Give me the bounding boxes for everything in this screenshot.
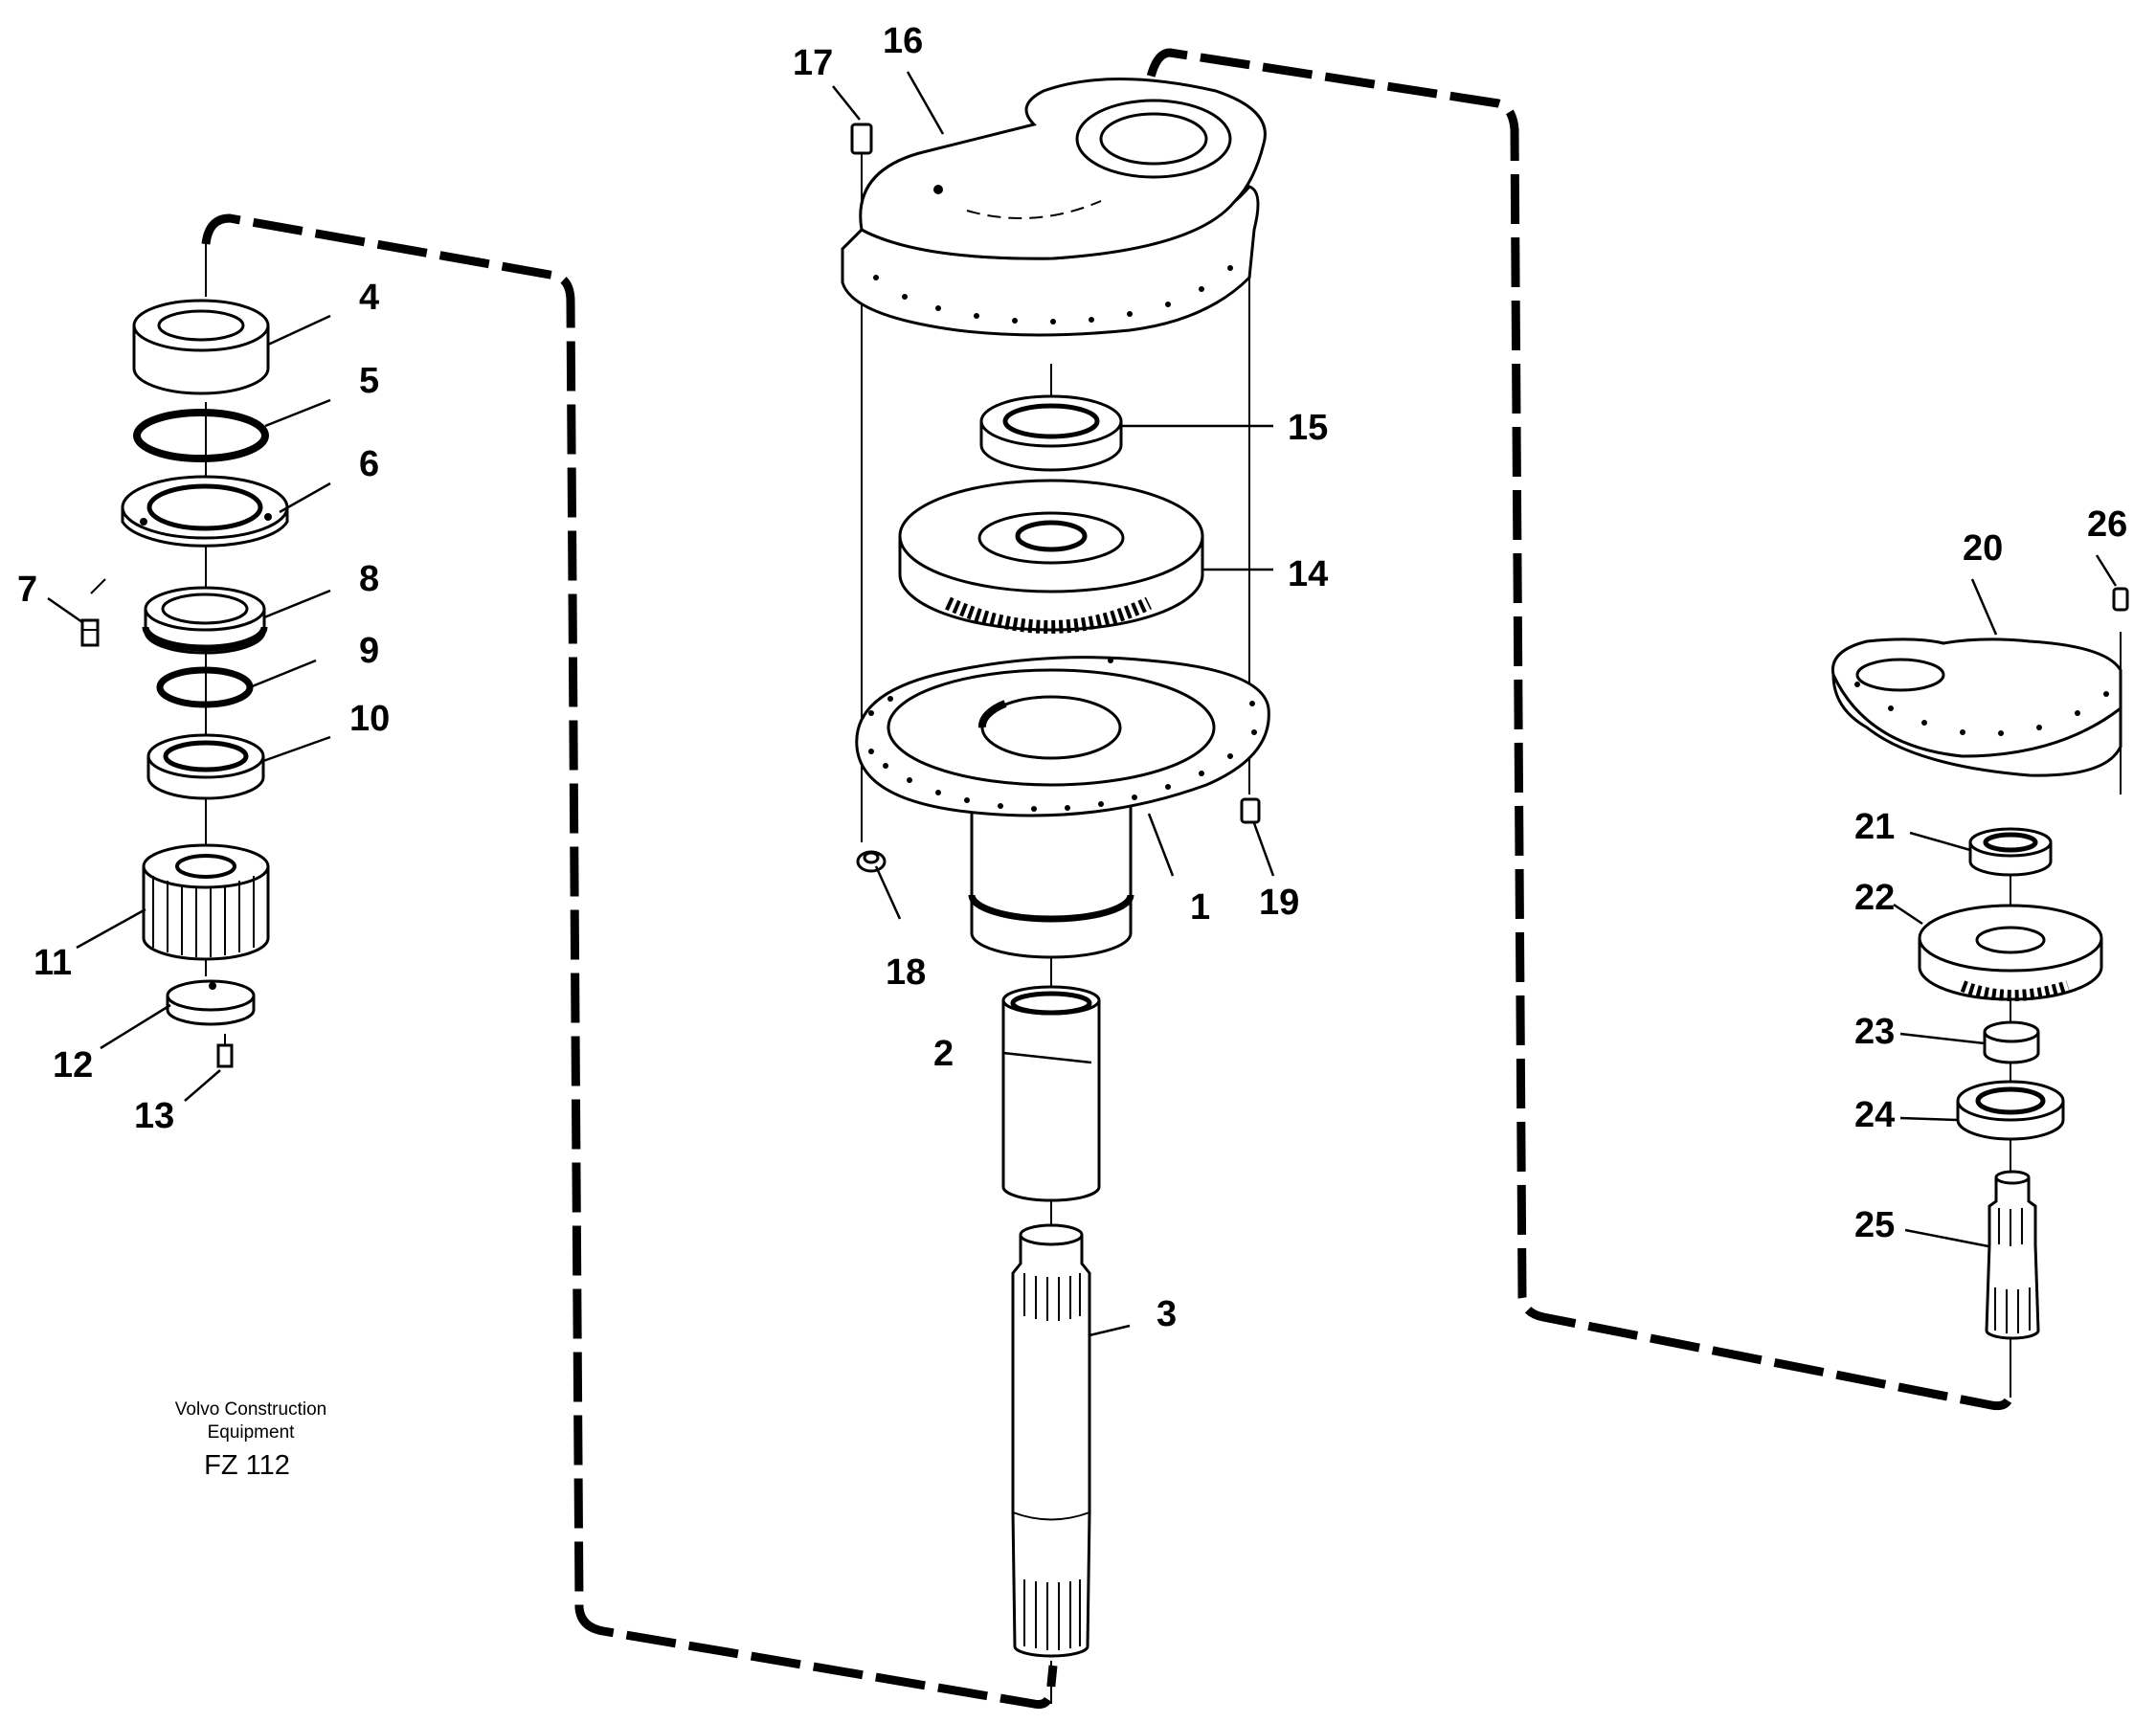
label-part-15: 15 [1288,408,1328,448]
part-4-bearing [132,299,270,395]
part-14-gear [898,479,1204,634]
part-15-bearing [979,394,1123,472]
label-part-26: 26 [2087,504,2127,545]
label-part-22: 22 [1854,878,1895,918]
part-1-housing [855,656,1270,959]
label-part-2: 2 [933,1034,954,1074]
part-22-gear [1918,904,2103,1001]
dashed-connector-right [1139,48,2015,1411]
label-part-8: 8 [359,559,379,599]
part-25-shaft [1985,1170,2040,1340]
part-23-bushing [1983,1020,2040,1064]
part-5-ring [133,409,269,462]
part-6-flange [121,475,289,548]
caption-company-line2: Equipment [208,1422,296,1443]
label-part-17: 17 [793,43,833,83]
part-17-bolt [850,123,873,168]
part-10-bearing [146,733,265,800]
label-part-21: 21 [1854,807,1895,847]
part-2-sleeve [1001,985,1101,1202]
part-26-bolt [2112,587,2129,612]
part-21-bearing [1968,827,2053,877]
leader-lines [47,71,2118,1337]
label-part-5: 5 [359,361,379,401]
label-part-24: 24 [1854,1095,1895,1135]
label-part-16: 16 [883,21,923,61]
label-part-4: 4 [359,278,379,318]
label-part-1: 1 [1190,887,1210,928]
label-part-3: 3 [1157,1294,1177,1334]
part-12-washer [166,979,256,1026]
label-part-20: 20 [1963,528,2003,569]
part-16-cover [841,78,1267,337]
label-part-6: 6 [359,444,379,484]
label-part-12: 12 [53,1045,93,1085]
part-3-shaft [1011,1223,1091,1658]
label-part-11: 11 [34,943,72,983]
label-part-10: 10 [349,699,390,739]
part-24-bearing [1956,1080,2065,1141]
label-part-19: 19 [1259,883,1299,923]
part-11-gear [142,843,270,961]
caption-company-line1: Volvo Construction [175,1399,326,1420]
part-18-nut [856,850,887,873]
part-8-seal [142,586,268,655]
label-part-23: 23 [1854,1012,1895,1052]
label-part-9: 9 [359,631,379,671]
label-part-25: 25 [1854,1205,1895,1245]
label-part-14: 14 [1288,554,1328,594]
label-part-18: 18 [886,952,926,993]
part-13-screw [216,1034,234,1068]
part-19-bolt [1240,797,1261,824]
part-20-cover [1830,638,2122,777]
part-7-screw [80,618,100,647]
dashed-connector-left [201,213,1058,1710]
label-part-7: 7 [17,570,37,610]
caption-figure-code: FZ 112 [204,1450,290,1481]
label-part-13: 13 [134,1096,174,1136]
